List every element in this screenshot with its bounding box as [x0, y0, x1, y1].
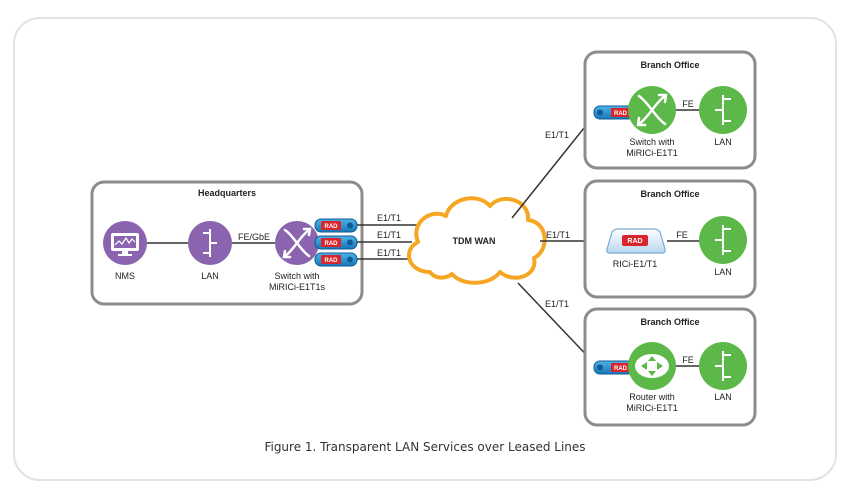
lan-bus-icon [203, 229, 217, 257]
branch-title: Branch Office [640, 317, 699, 327]
lan-bus-icon [715, 95, 731, 125]
trunk-label-1: E1/T1 [377, 213, 401, 223]
router-icon [635, 354, 669, 378]
lan-label: LAN [714, 267, 732, 277]
rad-label: RAD [614, 111, 628, 117]
figure-caption: Figure 1. Transparent LAN Services over … [264, 440, 585, 454]
rad-label: RAD [614, 366, 628, 372]
branch-box [583, 179, 757, 299]
branch-office-3: Branch Office RAD Router with MiRICi-E1T… [583, 307, 757, 427]
branch-title: Branch Office [640, 60, 699, 70]
switch-icon [282, 227, 312, 259]
device-label-2: MiRICi-E1T1 [626, 403, 678, 413]
hq-switch-device: Switch with MiRICi-E1T1s [269, 221, 326, 292]
fe-label: FE [682, 355, 694, 365]
branch-office-1: Branch Office RAD Switch with MiRICi-E1T… [583, 50, 757, 170]
headquarters-title: Headquarters [198, 188, 256, 198]
device-label-1: Switch with [629, 137, 674, 147]
hq-switch-label-2: MiRICi-E1T1s [269, 282, 326, 292]
lan-bus-icon [715, 351, 731, 381]
nms-label: NMS [115, 271, 135, 281]
hq-switch-label-1: Switch with [274, 271, 319, 281]
rad-module: RAD [593, 105, 635, 120]
fe-label: FE [682, 99, 694, 109]
hq-lan-label: LAN [201, 271, 219, 281]
wan-link-label-3: E1/T1 [545, 299, 569, 309]
rad-label: RAD [325, 241, 339, 247]
rad-label: RAD [325, 224, 339, 230]
rad-label: RAD [325, 258, 339, 264]
wan-link-label-2: E1/T1 [546, 230, 570, 240]
lan-bus-icon [715, 225, 731, 255]
trunk-label-2: E1/T1 [377, 230, 401, 240]
headquarters-group: Headquarters NMS LAN FE/GbE [90, 180, 364, 306]
fe-label: FE [676, 230, 688, 240]
device-label-1: RICi-E1/T1 [613, 259, 658, 269]
branch-office-2: Branch Office RAD RICi-E1/T1 FE LAN [583, 179, 757, 299]
rici-device: RAD [606, 228, 666, 254]
rad-module-2: RAD [314, 235, 358, 250]
nms-device: NMS [103, 221, 147, 281]
device-label-2: MiRICi-E1T1 [626, 148, 678, 158]
graph-icon [114, 236, 136, 246]
rad-module: RAD [593, 360, 635, 375]
device-label-1: Router with [629, 392, 675, 402]
lan-label: LAN [714, 392, 732, 402]
rad-module-1: RAD [314, 218, 358, 233]
switch-icon [636, 93, 668, 127]
hq-link-label: FE/GbE [238, 232, 270, 242]
cloud-icon [406, 196, 547, 285]
tdm-wan-cloud: TDM WAN [406, 196, 547, 285]
branch-title: Branch Office [640, 189, 699, 199]
lan-label: LAN [714, 137, 732, 147]
wan-link-branch-3 [517, 282, 596, 365]
hq-lan-device: LAN [188, 221, 232, 281]
rad-label: RAD [627, 238, 642, 245]
hq-rad-modules: RAD RAD RAD [314, 218, 358, 267]
rad-module-3: RAD [314, 252, 358, 267]
trunk-label-3: E1/T1 [377, 248, 401, 258]
wan-link-label-1: E1/T1 [545, 130, 569, 140]
wan-label: TDM WAN [453, 236, 496, 246]
